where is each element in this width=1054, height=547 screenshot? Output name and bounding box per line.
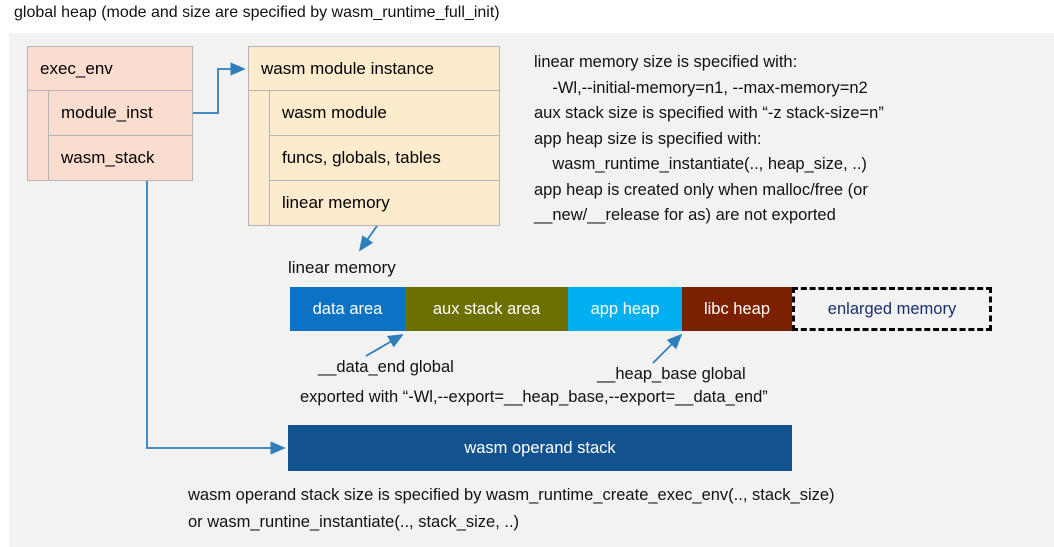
exec-env-row-module-inst: module_inst bbox=[49, 91, 193, 136]
exec-env-row-wasm-stack: wasm_stack bbox=[49, 136, 193, 181]
memory-segment-app-heap: app heap bbox=[568, 287, 682, 331]
wasm-module-instance-box: wasm module instance wasm module funcs, … bbox=[248, 46, 500, 226]
sizing-notes: linear memory size is specified with: -W… bbox=[534, 53, 884, 224]
annotation-heap-base: __heap_base global bbox=[597, 365, 746, 383]
module-instance-row-wasm-module: wasm module bbox=[270, 91, 500, 136]
module-instance-row-linear-memory: linear memory bbox=[270, 181, 500, 226]
linear-memory-label: linear memory bbox=[288, 258, 396, 277]
exec-env-body: module_inst wasm_stack bbox=[27, 91, 193, 181]
operand-stack-note: wasm operand stack size is specified by … bbox=[188, 486, 835, 531]
annotation-exported: exported with “-Wl,--export=__heap_base,… bbox=[300, 388, 768, 406]
module-instance-row-funcs-globals-tables: funcs, globals, tables bbox=[270, 136, 500, 181]
wasm-operand-stack-bar: wasm operand stack bbox=[288, 425, 792, 471]
exec-env-header: exec_env bbox=[27, 46, 193, 91]
module-instance-body: wasm module funcs, globals, tables linea… bbox=[248, 91, 500, 226]
module-instance-gutter bbox=[248, 91, 270, 226]
exec-env-box: exec_env module_inst wasm_stack bbox=[27, 46, 193, 181]
module-instance-rows: wasm module funcs, globals, tables linea… bbox=[270, 91, 500, 226]
memory-segment-libc-heap: libc heap bbox=[682, 287, 792, 331]
page-title: global heap (mode and size are specified… bbox=[14, 4, 500, 21]
module-instance-header: wasm module instance bbox=[248, 46, 500, 91]
exec-env-rows: module_inst wasm_stack bbox=[49, 91, 193, 181]
annotation-data-end: __data_end global bbox=[318, 358, 454, 376]
memory-segment-enlarged-memory: enlarged memory bbox=[792, 287, 992, 331]
memory-segment-aux-stack-area: aux stack area bbox=[405, 287, 568, 331]
memory-segment-data-area: data area bbox=[290, 287, 405, 331]
exec-env-gutter bbox=[27, 91, 49, 181]
